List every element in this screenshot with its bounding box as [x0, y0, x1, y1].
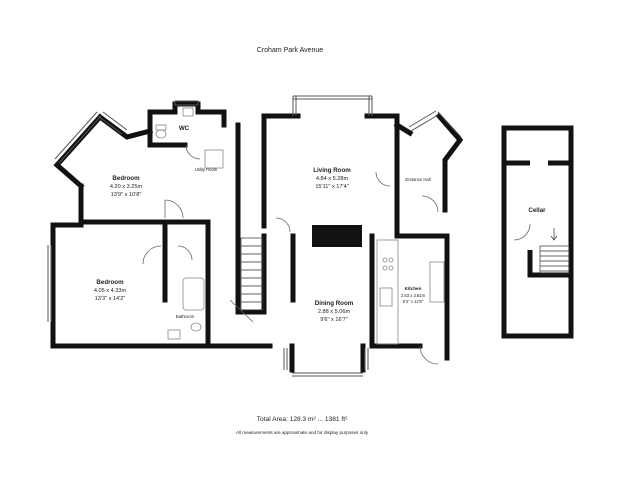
- living-name: Living Room: [313, 167, 351, 174]
- room-entrance-hall: Entrance Hall: [405, 177, 430, 182]
- dining-imperial: 9'6" x 16'7": [320, 317, 348, 323]
- total-area-label: Total Area: 128.3 m² ... 1381 ft²: [257, 416, 348, 423]
- room-bedroom-2: Bedroom 4.05 x 4.33m 13'3" x 14'2": [94, 279, 127, 302]
- fixtures: [155, 107, 445, 345]
- entrance-name: Entrance Hall: [405, 177, 430, 182]
- street-name-label: Croham Park Avenue: [257, 47, 324, 54]
- bathroom-name: Bathroom: [176, 314, 195, 319]
- cellar-name: Cellar: [528, 207, 546, 214]
- bedroom1-metric: 4.20 x 3.25m: [110, 184, 143, 190]
- kitchen-imperial: 8'4" x 12'6": [403, 299, 424, 304]
- door-swings: [142, 144, 531, 365]
- room-cellar: Cellar: [528, 207, 546, 214]
- bedroom2-name: Bedroom: [96, 279, 124, 286]
- bedroom1-name: Bedroom: [112, 175, 140, 182]
- room-living: Living Room 4.84 x 5.28m 15'11" x 17'4": [313, 167, 351, 190]
- dining-name: Dining Room: [315, 300, 354, 307]
- room-kitchen: Kitchen 2.53 x 3.81m 8'4" x 12'6": [401, 286, 426, 304]
- staircase: [240, 228, 570, 311]
- living-metric: 4.84 x 5.28m: [316, 176, 349, 182]
- living-imperial: 15'11" x 17'4": [315, 184, 348, 190]
- cellar-walls: [501, 125, 574, 339]
- utility-name: Utility Room: [195, 167, 218, 172]
- kitchen-metric: 2.53 x 3.81m: [401, 293, 426, 298]
- exterior-walls: [50, 101, 464, 373]
- bedroom2-metric: 4.05 x 4.33m: [94, 288, 127, 294]
- room-dining: Dining Room 2.88 x 5.06m 9'6" x 16'7": [315, 300, 354, 323]
- room-bathroom: Bathroom: [176, 314, 195, 319]
- bedroom1-imperial: 13'9" x 10'8": [111, 192, 142, 198]
- room-wc: WC: [179, 125, 190, 132]
- wc-name: WC: [179, 125, 190, 132]
- fireplace: [312, 225, 362, 247]
- dining-metric: 2.88 x 5.06m: [318, 309, 351, 315]
- disclaimer-label: All measurements are approximate and for…: [236, 430, 369, 435]
- room-bedroom-1: Bedroom 4.20 x 3.25m 13'9" x 10'8": [110, 175, 143, 198]
- kitchen-name: Kitchen: [405, 286, 422, 291]
- windows: [47, 95, 462, 377]
- room-utility: Utility Room: [195, 167, 218, 172]
- bedroom2-imperial: 13'3" x 14'2": [95, 296, 126, 302]
